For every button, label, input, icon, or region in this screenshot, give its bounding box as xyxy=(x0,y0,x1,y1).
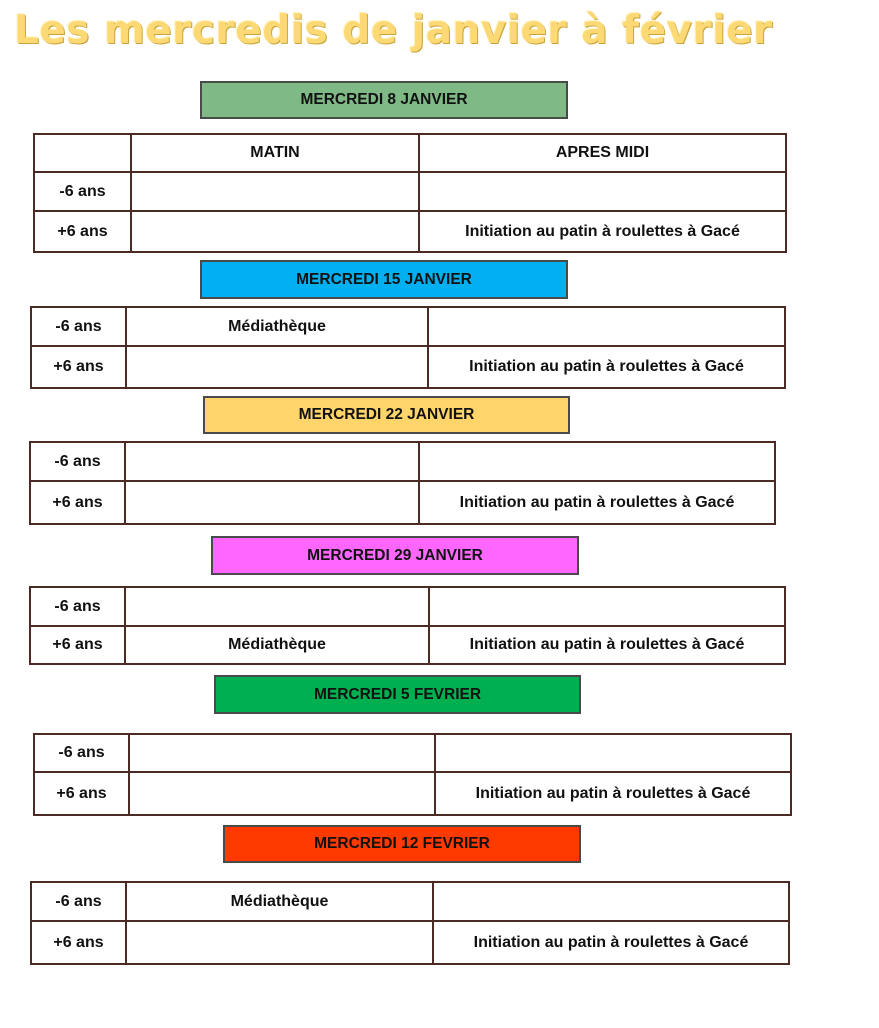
apres-midi-cell xyxy=(418,441,776,482)
age-cell: +6 ans xyxy=(30,920,127,965)
age-cell: -6 ans xyxy=(33,171,132,212)
day-header-1: MERCREDI 8 JANVIER xyxy=(200,81,568,119)
matin-cell xyxy=(128,771,436,816)
table-row: -6 ans xyxy=(33,171,787,212)
table-row: -6 ans xyxy=(33,733,792,773)
table-row: -6 ans xyxy=(29,586,786,627)
empty-header-cell xyxy=(33,133,132,173)
matin-cell xyxy=(125,920,434,965)
apres-midi-cell: Initiation au patin à roulettes à Gacé xyxy=(418,480,776,525)
matin-cell: Médiathèque xyxy=(125,881,434,922)
schedule-table-2: -6 ans Médiathèque +6 ans Initiation au … xyxy=(30,306,786,389)
table-header-row: MATIN APRES MIDI xyxy=(33,133,787,173)
apres-midi-cell: Initiation au patin à roulettes à Gacé xyxy=(418,210,787,253)
day-header-2: MERCREDI 15 JANVIER xyxy=(200,260,568,299)
age-cell: -6 ans xyxy=(30,306,127,347)
schedule-table-1: MATIN APRES MIDI -6 ans +6 ans Initiatio… xyxy=(33,133,787,253)
age-cell: +6 ans xyxy=(29,625,126,665)
table-row: +6 ans Initiation au patin à roulettes à… xyxy=(29,480,776,525)
table-row: +6 ans Initiation au patin à roulettes à… xyxy=(30,920,790,965)
age-cell: +6 ans xyxy=(29,480,126,525)
header-apres-midi: APRES MIDI xyxy=(418,133,787,173)
table-row: -6 ans Médiathèque xyxy=(30,306,786,347)
age-cell: -6 ans xyxy=(29,586,126,627)
apres-midi-cell: Initiation au patin à roulettes à Gacé xyxy=(428,625,786,665)
matin-cell xyxy=(124,480,420,525)
age-cell: +6 ans xyxy=(33,771,130,816)
age-cell: +6 ans xyxy=(33,210,132,253)
matin-cell: Médiathèque xyxy=(125,306,429,347)
age-cell: -6 ans xyxy=(29,441,126,482)
table-row: +6 ans Initiation au patin à roulettes à… xyxy=(33,771,792,816)
page-title: Les mercredis de janvier à février xyxy=(14,8,773,53)
day-header-3: MERCREDI 22 JANVIER xyxy=(203,396,570,434)
schedule-table-3: -6 ans +6 ans Initiation au patin à roul… xyxy=(29,441,776,525)
apres-midi-cell xyxy=(427,306,786,347)
table-row: +6 ans Initiation au patin à roulettes à… xyxy=(33,210,787,253)
day-header-4: MERCREDI 29 JANVIER xyxy=(211,536,579,575)
header-matin: MATIN xyxy=(130,133,420,173)
apres-midi-cell: Initiation au patin à roulettes à Gacé xyxy=(427,345,786,389)
matin-cell xyxy=(125,345,429,389)
matin-cell xyxy=(128,733,436,773)
apres-midi-cell: Initiation au patin à roulettes à Gacé xyxy=(434,771,792,816)
apres-midi-cell xyxy=(428,586,786,627)
schedule-table-6: -6 ans Médiathèque +6 ans Initiation au … xyxy=(30,881,790,965)
age-cell: -6 ans xyxy=(33,733,130,773)
age-cell: +6 ans xyxy=(30,345,127,389)
matin-cell: Médiathèque xyxy=(124,625,430,665)
apres-midi-cell xyxy=(434,733,792,773)
matin-cell xyxy=(130,210,420,253)
table-row: -6 ans Médiathèque xyxy=(30,881,790,922)
schedule-table-4: -6 ans +6 ans Médiathèque Initiation au … xyxy=(29,586,786,665)
matin-cell xyxy=(124,441,420,482)
matin-cell xyxy=(130,171,420,212)
apres-midi-cell xyxy=(418,171,787,212)
table-row: -6 ans xyxy=(29,441,776,482)
day-header-5: MERCREDI 5 FEVRIER xyxy=(214,675,581,714)
table-row: +6 ans Initiation au patin à roulettes à… xyxy=(30,345,786,389)
table-row: +6 ans Médiathèque Initiation au patin à… xyxy=(29,625,786,665)
day-header-6: MERCREDI 12 FEVRIER xyxy=(223,825,581,863)
schedule-table-5: -6 ans +6 ans Initiation au patin à roul… xyxy=(33,733,792,816)
matin-cell xyxy=(124,586,430,627)
age-cell: -6 ans xyxy=(30,881,127,922)
apres-midi-cell: Initiation au patin à roulettes à Gacé xyxy=(432,920,790,965)
apres-midi-cell xyxy=(432,881,790,922)
